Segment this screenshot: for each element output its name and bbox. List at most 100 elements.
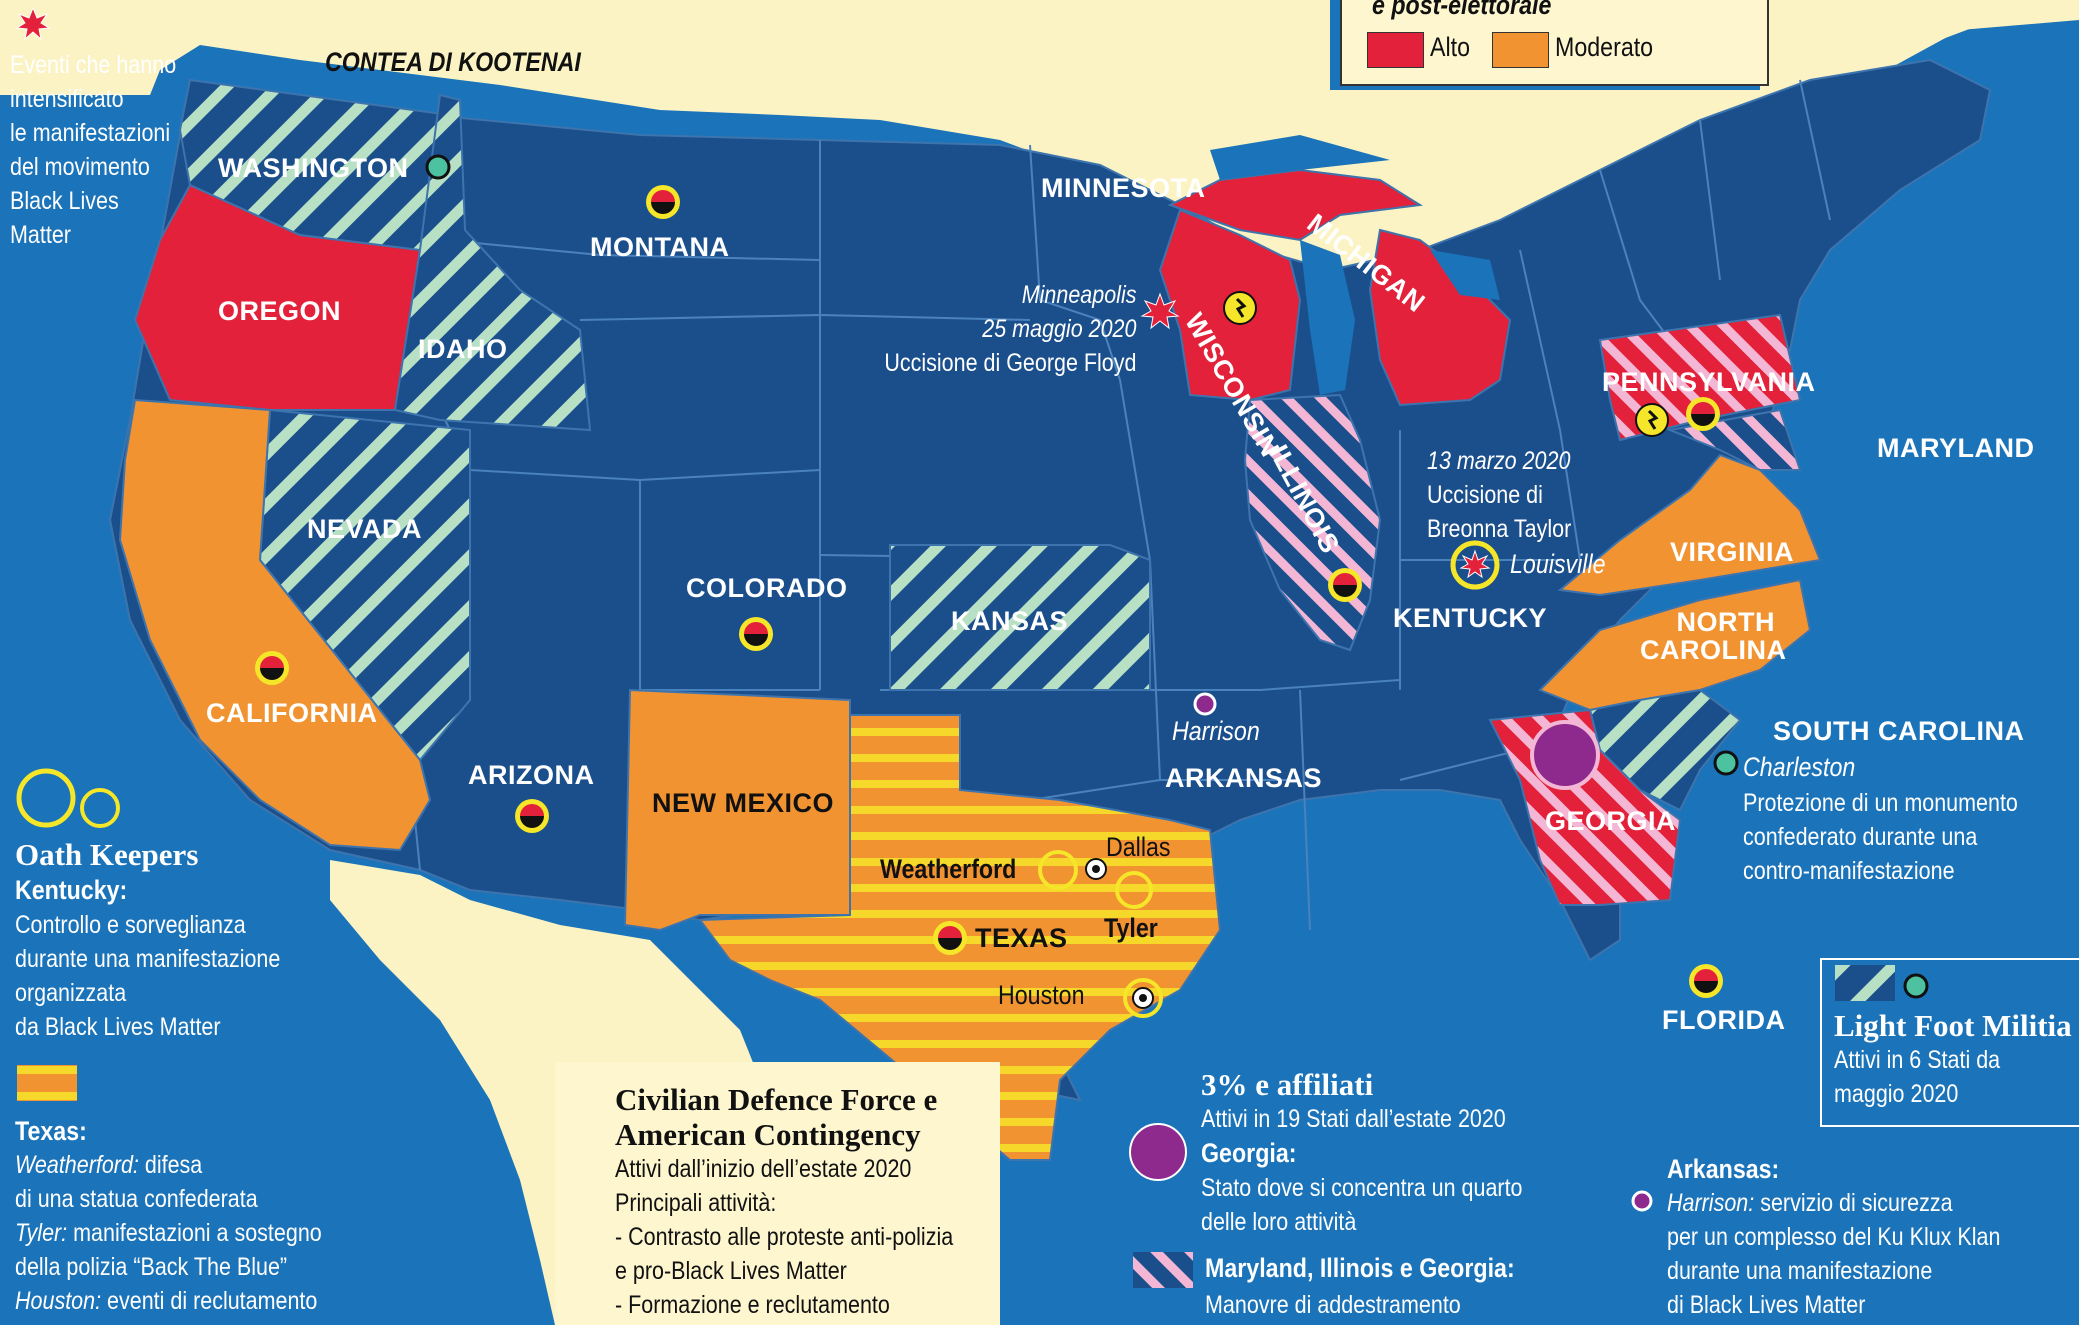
tyler-label: Tyler [1104, 913, 1158, 943]
state-label-maryland: MARYLAND [1877, 433, 2035, 463]
arizona-ac-icon [515, 799, 549, 833]
houston-marker-icon [1123, 978, 1163, 1018]
legend-green-hatch-swatch [1835, 965, 1895, 1001]
legend-moderato-label: Moderato [1555, 32, 1654, 62]
legend-ok-small-icon [80, 788, 120, 828]
cdf-legend: Civilian Defence Force e American Contin… [555, 1062, 1000, 1325]
oath-keepers-subtitle: Kentucky: [15, 875, 128, 905]
weatherford-label: Weatherford [880, 854, 1017, 884]
minneapolis-starburst-icon [1140, 292, 1180, 330]
lake-superior [1210, 135, 1390, 180]
state-label-virginia: VIRGINIA [1670, 537, 1795, 567]
legend-3pct-icon [1129, 1123, 1187, 1181]
legend-ok-large-icon [16, 768, 76, 828]
oath-keepers-title: Oath Keepers [15, 837, 199, 872]
idaho-shape [393, 93, 592, 432]
kansas-shape [889, 544, 1151, 691]
three-percent-text: Stato dove si concentra un quarto delle … [1201, 1174, 1523, 1236]
light-foot-text: Attivi in 6 Stati da maggio 2020 [1834, 1046, 2001, 1108]
state-label-arkansas: ARKANSAS [1165, 763, 1323, 793]
cdf-text: Attivi dall’inizio dell’estate 2020 Prin… [615, 1155, 954, 1319]
light-foot-markers [425, 154, 1929, 999]
dallas-marker-icon [1085, 858, 1107, 880]
harrison-kkk-icon [1193, 692, 1217, 716]
state-label-kentucky: KENTUCKY [1393, 603, 1548, 633]
state-label-nevada: NEVADA [307, 514, 423, 544]
louisville-marker-icon [1450, 540, 1500, 590]
light-foot-legend [1820, 958, 2079, 1127]
new-mexico-shape [623, 688, 851, 932]
arkansas-note-subtitle: Arkansas: [1667, 1154, 1780, 1184]
state-label-florida: FLORIDA [1662, 1005, 1786, 1035]
wisconsin-cdf-icon [1223, 291, 1257, 325]
three-percent-line1: Attivi in 19 Stati dall’estate 2020 [1201, 1105, 1506, 1133]
cdf-title-2: American Contingency [615, 1117, 921, 1152]
state-label-texas: TEXAS [975, 923, 1068, 953]
legend-pink-hatch-swatch [1133, 1252, 1193, 1288]
harrison-label: Harrison [1172, 716, 1260, 746]
state-label-kansas: KANSAS [951, 606, 1069, 636]
houston-label: Houston [998, 980, 1085, 1010]
georgia-3pct-icon [1530, 720, 1600, 790]
tyler-ok-icon [1115, 871, 1153, 909]
state-label-california: CALIFORNIA [206, 698, 378, 728]
three-percent-hatch-line: Manovre di addestramento [1205, 1291, 1461, 1319]
state-label-north-carolina: NORTH CAROLINA [1640, 607, 1787, 665]
legend-title: e post-elettorale [1372, 0, 1552, 20]
state-label-new-mexico: NEW MEXICO [652, 788, 835, 818]
charleston-note: Protezione di un monumento confederato d… [1743, 789, 2018, 885]
state-label-arizona: ARIZONA [468, 760, 595, 790]
state-label-georgia: GEORGIA [1545, 806, 1677, 836]
dallas-label: Dallas [1106, 832, 1171, 862]
state-label-montana: MONTANA [590, 232, 730, 262]
lake-huron [1430, 250, 1500, 300]
legend-alto-label: Alto [1430, 32, 1471, 62]
louisville-label: Louisville [1510, 549, 1606, 579]
legend-lf-icon [1903, 973, 1929, 999]
light-foot-title: Light Foot Militia [1834, 1008, 2072, 1043]
texas-ac-icon [933, 921, 967, 955]
intensity-legend: e post-elettorale Alto Moderato [1340, 0, 1769, 86]
arkansas-note-text: Harrison: servizio di sicurezza per un c… [1667, 1189, 2001, 1319]
virginia-shape [1557, 453, 1822, 597]
florida-ac-icon [1689, 964, 1723, 998]
state-label-south-carolina: SOUTH CAROLINA [1773, 716, 2025, 746]
illinois-ac-icon [1328, 568, 1362, 602]
breonna-taylor-label: 13 marzo 2020 Uccisione di Breonna Taylo… [1427, 447, 1572, 543]
pennsylvania-cdf-icon [1635, 403, 1669, 437]
legend-moderato-swatch [1492, 32, 1549, 68]
legend-texas-swatch [17, 1065, 77, 1101]
state-label-colorado: COLORADO [686, 573, 848, 603]
montana-ac-icon [646, 185, 680, 219]
state-label-idaho: IDAHO [418, 334, 508, 364]
lake-michigan [1300, 240, 1355, 395]
weatherford-ok-icon [1038, 850, 1078, 890]
texas-note-subtitle: Texas: [15, 1116, 87, 1146]
pennsylvania-ac-icon [1686, 397, 1720, 431]
legend-kkk-icon [1631, 1190, 1653, 1212]
state-label-minnesota: MINNESOTA [1041, 173, 1206, 203]
kootenai-lf-icon [425, 154, 451, 180]
oath-keepers-text: Controllo e sorveglianza durante una man… [15, 911, 281, 1041]
charleston-lf-icon [1713, 750, 1739, 776]
state-label-pennsylvania: PENNSYLVANIA [1602, 367, 1816, 397]
cdf-title-1: Civilian Defence Force e [615, 1082, 938, 1117]
california-ac-icon [255, 651, 289, 685]
state-label-washington: WASHINGTON [218, 153, 409, 183]
blm-legend-text: Eventi che hanno intensificato le manife… [10, 51, 177, 249]
three-percent-title: 3% e affiliati [1201, 1067, 1374, 1102]
state-label-oregon: OREGON [218, 296, 342, 326]
kootenai-label: CONTEA DI KOOTENAI [325, 47, 581, 77]
three-percent-subtitle: Georgia: [1201, 1138, 1297, 1168]
three-percent-hatch-title: Maryland, Illinois e Georgia: [1205, 1253, 1515, 1283]
charleston-label: Charleston [1743, 752, 1856, 782]
colorado-ac-icon [739, 617, 773, 651]
red-starburst-icon [15, 6, 51, 41]
texas-note-text: Weatherford: difesa di una statua confed… [15, 1151, 322, 1315]
minneapolis-label: Minneapolis 25 maggio 2020 Uccisione di … [884, 281, 1137, 377]
oath-keepers-markers [16, 768, 1153, 909]
legend-alto-swatch [1367, 32, 1424, 68]
california-shape [118, 398, 432, 852]
